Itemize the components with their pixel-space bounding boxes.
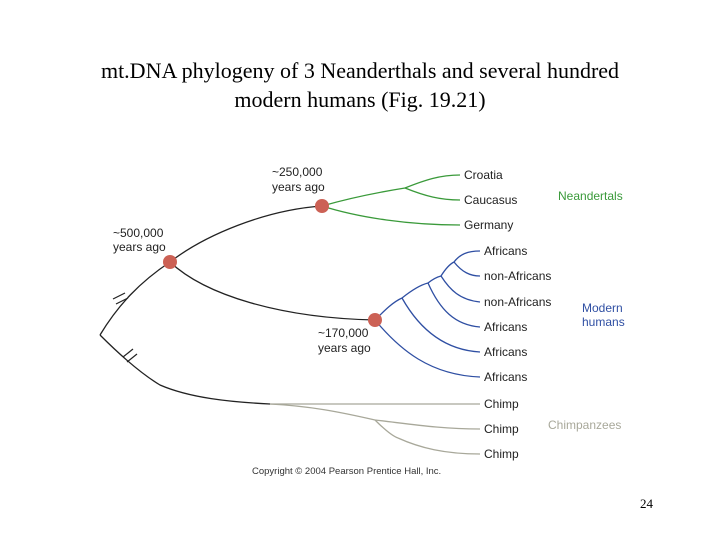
break-mark-lower-2 [126, 353, 138, 363]
branch-ancestor-to-root [99, 261, 171, 336]
human-branch-africans-4 [427, 282, 481, 328]
node-root-label-2: years ago [113, 240, 166, 254]
break-mark-lower-1 [122, 348, 134, 358]
leaf-human-5: Africans [484, 345, 527, 359]
neanderthal-branch-germany [321, 205, 461, 226]
leaf-human-1: Africans [484, 244, 527, 258]
leaf-human-3: non-Africans [484, 295, 551, 309]
node-root [163, 255, 177, 269]
copyright-notice: Copyright © 2004 Pearson Prentice Hall, … [252, 466, 441, 477]
node-root-label-1: ~500,000 [113, 226, 164, 240]
title-line-1: mt.DNA phylogeny of 3 Neanderthals and s… [100, 58, 620, 83]
axis-break-marks [112, 292, 138, 363]
leaf-chimp-3: Chimp [484, 447, 519, 461]
leaf-human-2: non-Africans [484, 269, 551, 283]
branch-root-to-neanderthal [169, 205, 323, 263]
leaf-chimp-2: Chimp [484, 422, 519, 436]
group-label-humans-1: Modern [582, 301, 623, 315]
leaf-chimp-1: Chimp [484, 397, 519, 411]
slide-title: mt.DNA phylogeny of 3 Neanderthals and s… [0, 56, 720, 114]
node-human-label-2: years ago [318, 341, 371, 355]
chimp-branch-stem [269, 403, 376, 421]
human-branches [374, 250, 481, 378]
neanderthal-branch-croatia [404, 174, 461, 189]
node-neanderthal [315, 199, 329, 213]
neanderthal-branches [321, 174, 461, 226]
leaf-human-4: Africans [484, 320, 527, 334]
human-branch-africans-1 [453, 250, 481, 263]
leaf-germany: Germany [464, 218, 513, 232]
trunk-branches [99, 205, 376, 405]
node-neanderthal-label-2: years ago [272, 180, 325, 194]
slide-number: 24 [640, 496, 653, 511]
human-branch-inner-2 [427, 275, 442, 284]
chimp-branches [269, 403, 481, 455]
break-mark-upper-1 [112, 292, 126, 300]
chimp-branch-3 [397, 437, 481, 455]
neanderthal-branch-stem [321, 187, 406, 207]
chimp-branch-2 [374, 419, 481, 430]
leaf-croatia: Croatia [464, 168, 503, 182]
branch-ancestor-to-chimp [99, 334, 271, 405]
human-branch-inner-1 [401, 282, 429, 299]
title-line-2: modern humans (Fig. 19.21) [234, 87, 486, 112]
human-branch-non-africans-2 [453, 261, 481, 277]
group-label-chimps: Chimpanzees [548, 418, 621, 432]
break-mark-upper-2 [115, 297, 129, 305]
node-neanderthal-label-1: ~250,000 [272, 165, 323, 179]
neanderthal-branch-caucasus [404, 187, 461, 201]
human-branch-africans-5 [401, 297, 481, 353]
human-branch-africans-6 [374, 319, 481, 378]
node-human-label-1: ~170,000 [318, 326, 369, 340]
group-label-humans-2: humans [582, 315, 625, 329]
node-human [368, 313, 382, 327]
leaf-human-6: Africans [484, 370, 527, 384]
chimp-branch-inner [374, 419, 399, 439]
leaf-caucasus: Caucasus [464, 193, 517, 207]
group-label-neanderthals: Neandertals [558, 189, 623, 203]
human-branch-inner-3 [440, 261, 455, 277]
human-branch-non-africans-3 [440, 275, 481, 303]
branch-root-to-human [169, 261, 376, 321]
